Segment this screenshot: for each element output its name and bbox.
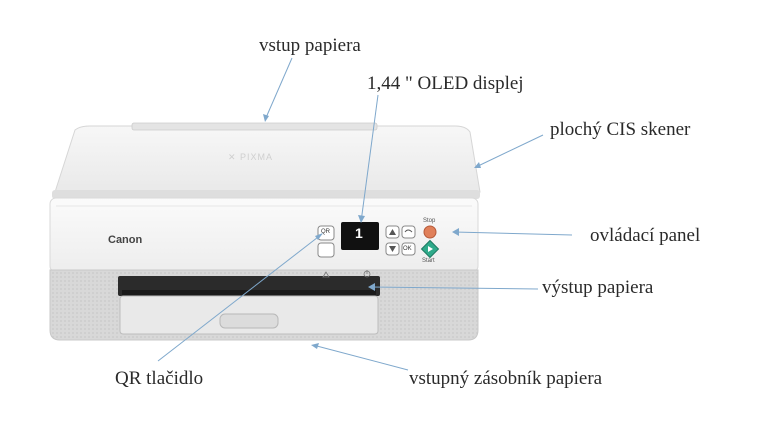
- label-control-panel: ovládací panel: [590, 225, 701, 246]
- start-label: Start: [422, 258, 435, 264]
- qr-key: [317, 225, 335, 241]
- ok-key: [401, 242, 416, 256]
- back-key: [401, 225, 416, 239]
- label-paper-output: výstup papiera: [542, 277, 654, 298]
- display-number: 1: [355, 225, 363, 241]
- warning-indicator: [322, 271, 330, 278]
- stop-button: [423, 225, 437, 239]
- label-oled-display: 1,44 " OLED displej: [367, 73, 524, 94]
- leader-cis-scanner: [475, 134, 544, 168]
- tray-handle: [219, 313, 279, 329]
- stop-label: Stop: [423, 218, 436, 224]
- ok-key-label: OK: [403, 246, 412, 252]
- leader-arrowheads: [263, 114, 481, 349]
- label-input-tray: vstupný zásobník papiera: [409, 368, 603, 389]
- leader-oled-display: [360, 94, 379, 223]
- qr-key-label: QR: [321, 229, 330, 235]
- brand-logo: Canon: [108, 234, 143, 246]
- leader-input-tray: [312, 344, 409, 371]
- leader-control-panel: [453, 231, 573, 236]
- label-paper-input: vstup papiera: [259, 35, 361, 56]
- scanner-lid: [54, 125, 481, 193]
- oled-display: [341, 222, 379, 250]
- label-cis-scanner: plochý CIS skener: [550, 119, 691, 140]
- lid-logo: ✕ PIXMA: [228, 152, 274, 162]
- paper-input-slot: [131, 122, 378, 131]
- leader-paper-input: [264, 57, 293, 121]
- lid-front-edge: [52, 190, 480, 199]
- leader-paper-output: [369, 286, 539, 290]
- leader-qr-button: [157, 233, 323, 362]
- label-qr-button: QR tlačidlo: [115, 368, 204, 389]
- copy-key: [317, 242, 335, 258]
